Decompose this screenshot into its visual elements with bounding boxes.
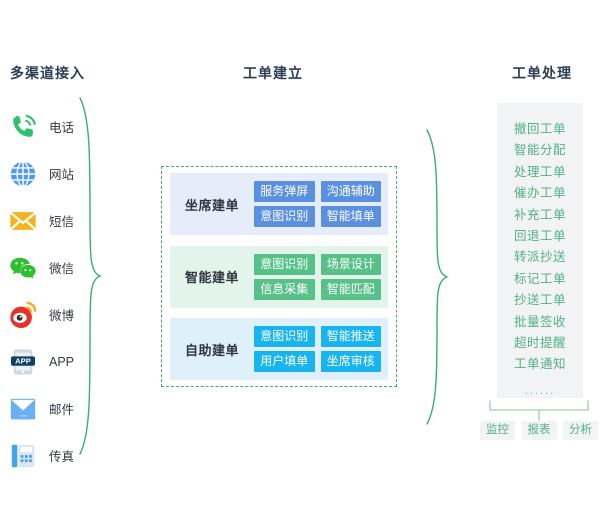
channel-label: 微博: [49, 309, 75, 323]
action-button-analysis[interactable]: 分析: [563, 421, 598, 440]
action-button-monitor[interactable]: 监控: [480, 421, 515, 440]
band-chip-grid: 服务弹屏 沟通辅助 意图识别 智能填单: [254, 181, 381, 227]
globe-icon: [8, 159, 38, 189]
chip[interactable]: 信息采集: [254, 278, 315, 300]
processing-item[interactable]: 工单通知: [513, 357, 566, 372]
channel-label: 短信: [49, 215, 75, 229]
channel-label: 微信: [49, 262, 75, 276]
processing-actions: 监控 报表 分析: [480, 421, 598, 440]
channel-item-fax[interactable]: 传真: [8, 432, 103, 479]
processing-item[interactable]: 智能分配: [513, 143, 566, 158]
processing-item[interactable]: 撤回工单: [513, 122, 566, 136]
column-title-creation: 工单建立: [243, 65, 303, 81]
chip[interactable]: 智能推送: [320, 326, 381, 347]
chip[interactable]: 意图识别: [254, 206, 315, 227]
chip[interactable]: 意图识别: [254, 326, 315, 347]
mail-icon: [8, 394, 38, 424]
channel-label: 网站: [49, 168, 75, 182]
creation-band-intelligent: 智能建单 意图识别 场景设计 信息采集 智能匹配: [170, 245, 388, 308]
processing-item[interactable]: 催办工单: [513, 186, 566, 201]
column-title-processing: 工单处理: [512, 65, 572, 81]
chip[interactable]: 用户填单: [254, 351, 315, 372]
band-chip-grid: 意图识别 场景设计 信息采集 智能匹配: [254, 253, 381, 300]
channel-label: 邮件: [49, 403, 75, 417]
chip[interactable]: 坐席审核: [320, 351, 381, 372]
processing-ellipsis: ......: [524, 384, 556, 397]
channel-item-website[interactable]: 网站: [8, 150, 103, 197]
envelope-icon: [8, 206, 38, 236]
chip[interactable]: 沟通辅助: [320, 181, 381, 202]
column-title-channels: 多渠道接入: [10, 65, 85, 81]
chip[interactable]: 意图识别: [254, 253, 315, 275]
channel-item-phone[interactable]: 电话: [8, 103, 103, 150]
phone-icon: [8, 112, 38, 142]
band-label: 坐席建单: [184, 197, 239, 213]
processing-item[interactable]: 处理工单: [513, 164, 566, 179]
channel-item-email[interactable]: 邮件: [8, 385, 103, 432]
chip[interactable]: 场景设计: [320, 253, 381, 275]
chip[interactable]: 智能匹配: [320, 278, 381, 300]
band-label: 智能建单: [184, 270, 239, 285]
creation-band-selfservice: 自助建单 意图识别 智能推送 用户填单 坐席审核: [170, 318, 388, 380]
ticket-processing-panel: 撤回工单 智能分配 处理工单 催办工单 补充工单 回退工单 转派抄送 标记工单 …: [497, 103, 583, 398]
channel-item-wechat[interactable]: 微信: [8, 244, 103, 291]
left-brace-connector: [78, 96, 104, 456]
creation-band-agent: 坐席建单 服务弹屏 沟通辅助 意图识别 智能填单: [170, 173, 388, 235]
wechat-icon: [8, 253, 38, 283]
channel-item-sms[interactable]: 短信: [8, 197, 103, 244]
bottom-bracket-connector: [488, 399, 590, 421]
svg-text:APP: APP: [15, 356, 31, 365]
fax-icon: [8, 441, 38, 471]
app-icon: APP: [8, 347, 38, 377]
processing-item[interactable]: 补充工单: [513, 207, 566, 222]
processing-item[interactable]: 抄送工单: [513, 293, 566, 308]
right-brace-connector: [425, 128, 451, 426]
processing-item[interactable]: 超时提醒: [513, 336, 566, 351]
action-button-report[interactable]: 报表: [521, 421, 557, 440]
band-label: 自助建单: [184, 342, 239, 358]
weibo-icon: [8, 300, 38, 330]
band-chip-grid: 意图识别 智能推送 用户填单 坐席审核: [254, 326, 381, 372]
channel-item-app[interactable]: APP APP: [8, 338, 103, 385]
chip[interactable]: 智能填单: [320, 206, 381, 227]
processing-item[interactable]: 回退工单: [513, 229, 566, 244]
processing-item[interactable]: 批量签收: [513, 314, 566, 329]
channel-label: 传真: [49, 450, 75, 464]
chip[interactable]: 服务弹屏: [254, 181, 315, 202]
channel-label: APP: [49, 354, 75, 369]
processing-item[interactable]: 转派抄送: [513, 250, 566, 265]
ticket-creation-panel: 坐席建单 服务弹屏 沟通辅助 意图识别 智能填单 智能建单 意图识别 场景设计 …: [161, 166, 397, 387]
processing-item[interactable]: 标记工单: [513, 271, 566, 286]
channel-list: 电话 网站: [8, 103, 103, 479]
channel-item-weibo[interactable]: 微博: [8, 291, 103, 338]
channel-label: 电话: [49, 121, 75, 135]
